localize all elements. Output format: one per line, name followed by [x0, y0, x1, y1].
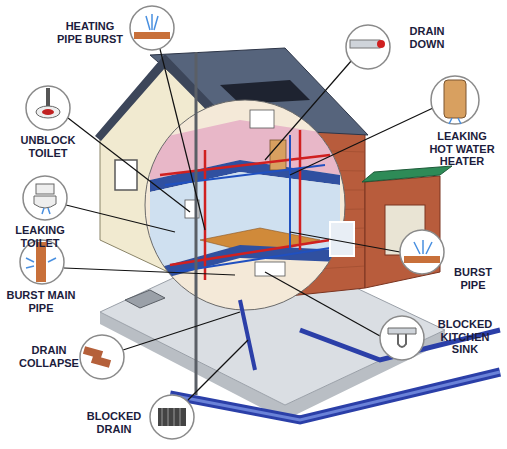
cutaway-interior	[140, 95, 350, 315]
label-slot: LEAKING HOT WATER HEATER	[425, 130, 499, 168]
drain-gully	[125, 290, 165, 308]
callout-label: DRAIN COLLAPSE	[14, 344, 84, 369]
drain-pipe	[240, 300, 255, 370]
label-slot: DRAIN DOWN	[401, 25, 453, 50]
callout-label: DRAIN DOWN	[401, 25, 453, 50]
callout-label: BLOCKED DRAIN	[82, 410, 146, 435]
sewer-pipe	[170, 372, 500, 420]
label-slot: DRAIN COLLAPSE	[14, 344, 84, 369]
soil-pipe	[195, 52, 198, 395]
label-slot: BLOCKED DRAIN	[82, 410, 146, 435]
label-slot: BURST MAIN PIPE	[4, 289, 78, 314]
callout-label: LEAKING HOT WATER HEATER	[425, 130, 499, 168]
label-slot: LEAKING TOILET	[8, 224, 72, 249]
label-slot: BLOCKED KITCHEN SINK	[432, 318, 498, 356]
callout-label: HEATING PIPE BURST	[52, 20, 128, 45]
window	[330, 222, 354, 256]
roof	[150, 48, 368, 135]
leader-lines	[64, 49, 433, 400]
label-slot: UNBLOCK TOILET	[16, 134, 80, 159]
garage-canopy	[362, 166, 452, 182]
sewer-pipe-highlight	[170, 372, 500, 420]
callout-label: UNBLOCK TOILET	[16, 134, 80, 159]
callout-label: LEAKING TOILET	[8, 224, 72, 249]
window	[115, 160, 137, 190]
label-slot: BURST PIPE	[448, 266, 498, 291]
callout-icons	[20, 6, 479, 439]
callout-label: BURST MAIN PIPE	[4, 289, 78, 314]
label-slot: HEATING PIPE BURST	[52, 20, 128, 45]
cutaway-outline	[145, 100, 345, 310]
callout-label: BURST PIPE	[448, 266, 498, 291]
callout-label: BLOCKED KITCHEN SINK	[432, 318, 498, 356]
